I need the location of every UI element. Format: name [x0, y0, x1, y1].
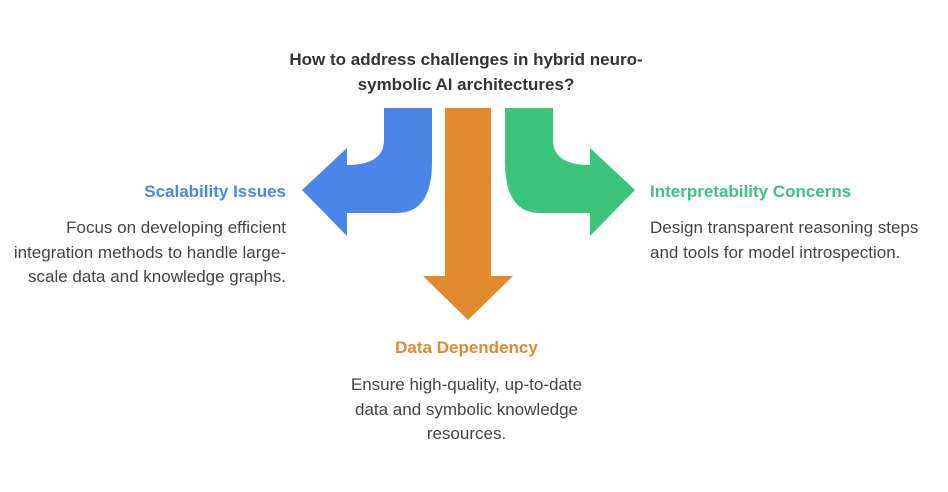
scalability-heading: Scalability Issues — [144, 182, 286, 201]
scalability-description: Focus on developing efficient integratio… — [13, 218, 286, 286]
data-dependency-arrow-icon — [423, 108, 513, 320]
interpretability-heading: Interpretability Concerns — [650, 182, 852, 201]
interpretability-arrow-icon — [505, 108, 635, 236]
data-dependency-description: Ensure high-quality, up-to-date data and… — [350, 375, 583, 443]
diagram-title: How to address challenges in hybrid neur… — [289, 50, 643, 94]
data-dependency-heading: Data Dependency — [395, 338, 538, 357]
scalability-arrow-icon — [302, 108, 432, 236]
interpretability-description: Design transparent reasoning steps and t… — [650, 218, 919, 262]
